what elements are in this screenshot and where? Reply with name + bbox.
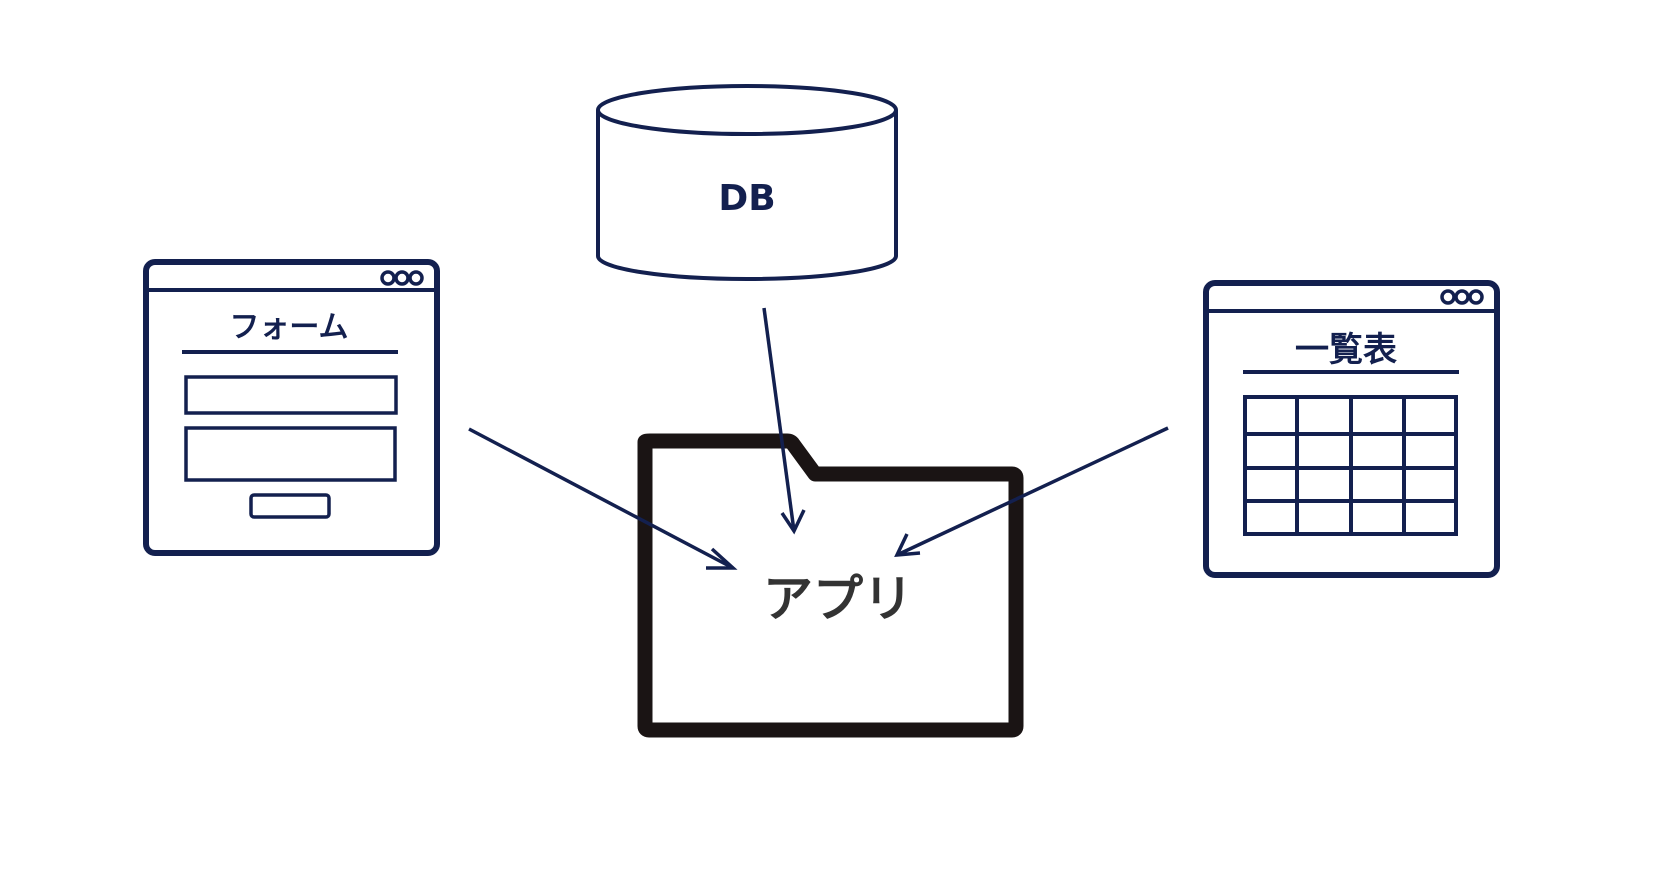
form-submit-button <box>249 493 331 519</box>
db-cylinder: DB <box>596 84 898 281</box>
arrowhead-icon <box>780 509 806 535</box>
list-table <box>1243 395 1458 536</box>
form-window-frame <box>143 259 440 556</box>
app-folder: アプリ <box>637 433 1024 738</box>
app-label: アプリ <box>763 570 913 628</box>
list-window-frame <box>1203 280 1500 578</box>
form-input-field-2 <box>184 426 397 482</box>
arrowhead-icon <box>894 533 921 558</box>
list-title: 一覧表 <box>1295 330 1397 370</box>
form-window: フォーム <box>143 259 440 556</box>
arrow-list-to-app <box>894 426 1169 558</box>
folder-outline <box>637 433 1024 738</box>
db-cylinder-body <box>596 110 898 281</box>
db-cylinder-top <box>596 84 898 136</box>
arrow-db-to-app <box>762 307 806 535</box>
list-window: 一覧表 <box>1203 280 1500 578</box>
three-dots-icon <box>380 270 424 286</box>
db-label: DB <box>718 178 775 219</box>
arrow-form-to-app <box>468 427 738 570</box>
three-dots-icon <box>1440 289 1484 305</box>
form-title: フォーム <box>229 310 348 345</box>
arrowhead-icon <box>706 547 738 570</box>
form-input-field-1 <box>184 375 398 415</box>
